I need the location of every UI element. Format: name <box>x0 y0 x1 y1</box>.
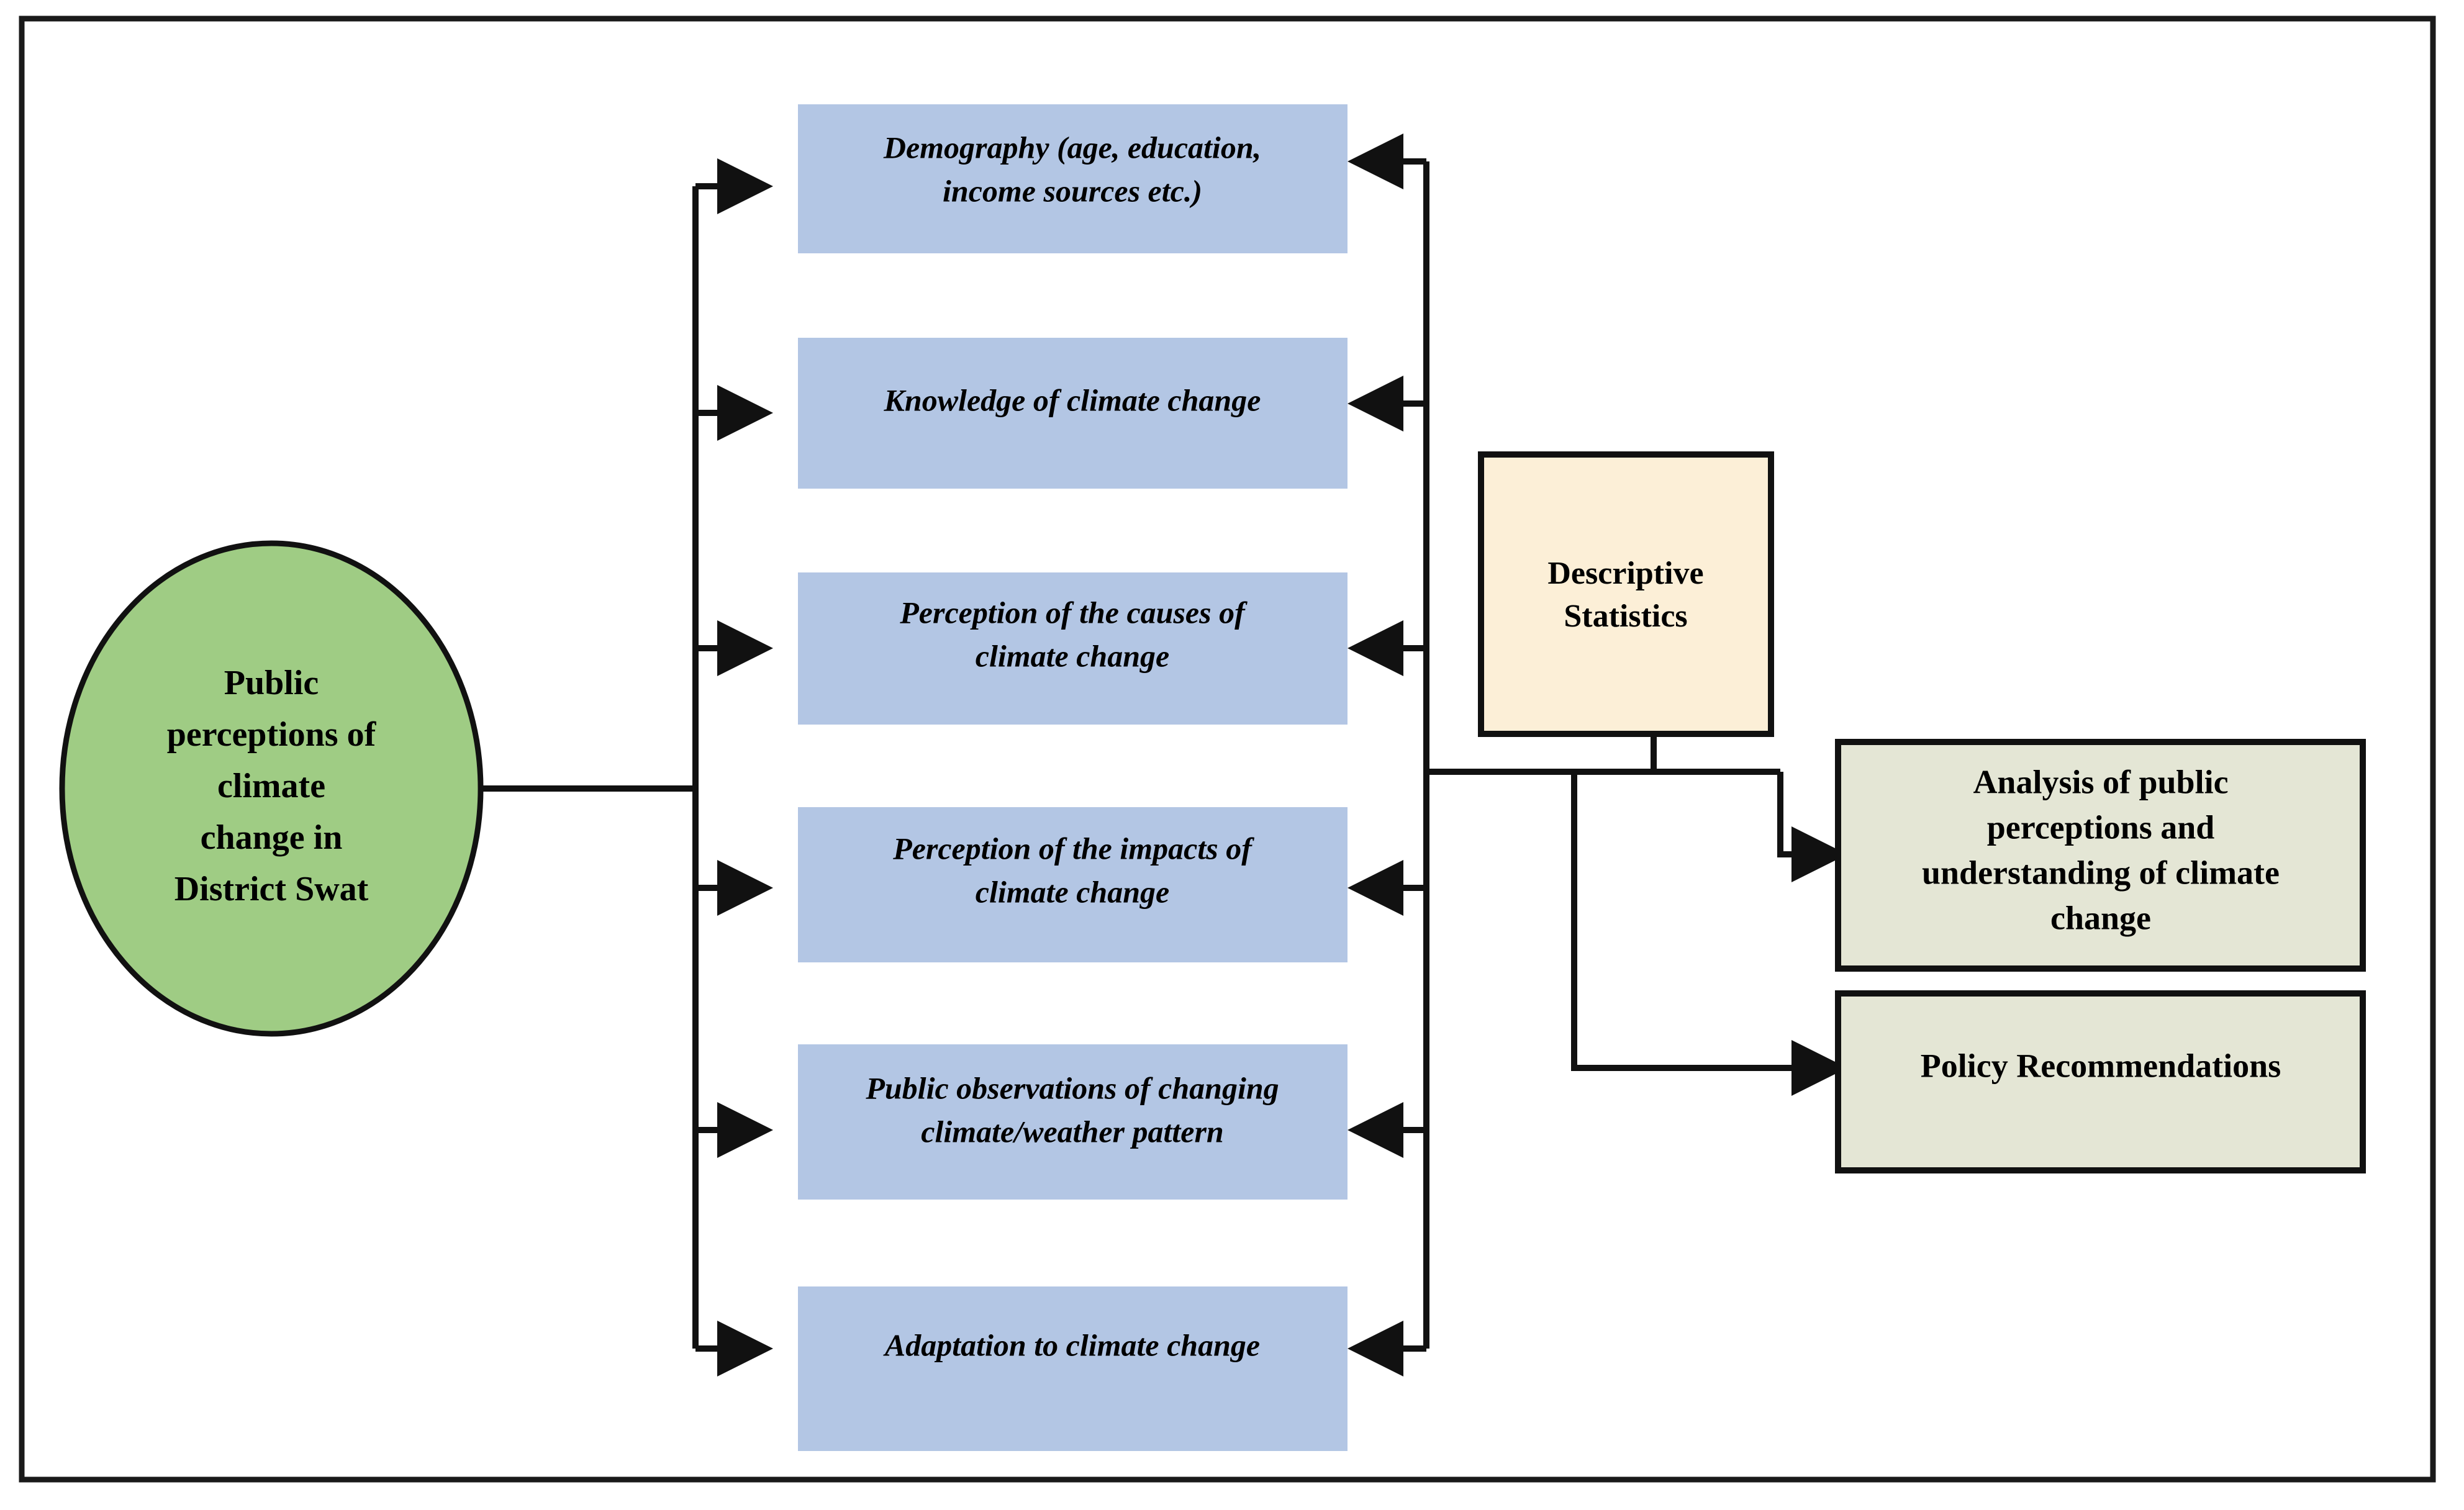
public-observations-line-1: Public observations of changing <box>865 1070 1279 1105</box>
public-perceptions-line-1: Public <box>224 664 319 702</box>
node-perception-causes[interactable]: Perception of the causes of climate chan… <box>798 572 1348 725</box>
node-public-perceptions[interactable]: Public perceptions of climate change in … <box>59 540 484 1037</box>
connector-group-right <box>1348 133 1429 1377</box>
public-perceptions-line-5: District Swat <box>174 870 369 908</box>
perception-causes-line-2: climate change <box>976 638 1169 673</box>
node-policy-outcome[interactable]: Policy Recommendations <box>1835 990 2366 1173</box>
descriptive-statistics-line-1: Descriptive <box>1547 556 1703 591</box>
perception-impacts-box[interactable] <box>798 807 1348 962</box>
edge-to-analysis-outcome <box>1777 772 1847 882</box>
demography-line-1: Demography (age, education, <box>883 130 1261 165</box>
node-analysis-outcome[interactable]: Analysis of public perceptions and under… <box>1835 739 2366 972</box>
analysis-outcome-line-1: Analysis of public <box>1973 763 2228 800</box>
node-perception-impacts[interactable]: Perception of the impacts of climate cha… <box>798 807 1348 962</box>
node-knowledge[interactable]: Knowledge of climate change <box>798 338 1348 489</box>
node-adaptation[interactable]: Adaptation to climate change <box>798 1286 1348 1451</box>
node-demography[interactable]: Demography (age, education, income sourc… <box>798 104 1348 253</box>
public-observations-line-2: climate/weather pattern <box>921 1114 1223 1149</box>
public-perceptions-ellipse[interactable] <box>59 540 484 1037</box>
public-perceptions-line-3: climate <box>217 767 325 805</box>
analysis-outcome-line-2: perceptions and <box>1987 808 2215 846</box>
perception-causes-line-1: Perception of the causes of <box>899 595 1248 630</box>
descriptive-statistics-box[interactable] <box>1478 451 1774 737</box>
demography-line-2: income sources etc.) <box>943 173 1202 208</box>
connector-group-outcomes <box>1426 734 1847 1096</box>
public-observations-box[interactable] <box>798 1044 1348 1200</box>
knowledge-box[interactable] <box>798 338 1348 489</box>
node-descriptive-statistics[interactable]: Descriptive Statistics <box>1478 451 1774 737</box>
perception-impacts-line-2: climate change <box>976 874 1169 909</box>
node-public-observations[interactable]: Public observations of changing climate/… <box>798 1044 1348 1200</box>
public-perceptions-line-2: perceptions of <box>167 715 377 754</box>
adaptation-box[interactable] <box>798 1286 1348 1451</box>
analysis-outcome-line-4: change <box>2050 899 2151 936</box>
perception-impacts-line-1: Perception of the impacts of <box>892 831 1254 866</box>
connector-group-left <box>481 158 773 1377</box>
policy-outcome-box[interactable] <box>1835 990 2366 1173</box>
edge-to-policy-outcome <box>1571 772 1847 1096</box>
perception-causes-box[interactable] <box>798 572 1348 725</box>
analysis-outcome-line-3: understanding of climate <box>1922 854 2280 891</box>
demography-box[interactable] <box>798 104 1348 253</box>
descriptive-statistics-line-2: Statistics <box>1564 599 1687 634</box>
policy-outcome-line-1: Policy Recommendations <box>1921 1047 2281 1084</box>
public-perceptions-line-4: change in <box>201 818 343 857</box>
knowledge-line-1: Knowledge of climate change <box>884 382 1261 417</box>
adaptation-line-1: Adaptation to climate change <box>883 1327 1260 1362</box>
analysis-outcome-box[interactable] <box>1835 739 2366 972</box>
